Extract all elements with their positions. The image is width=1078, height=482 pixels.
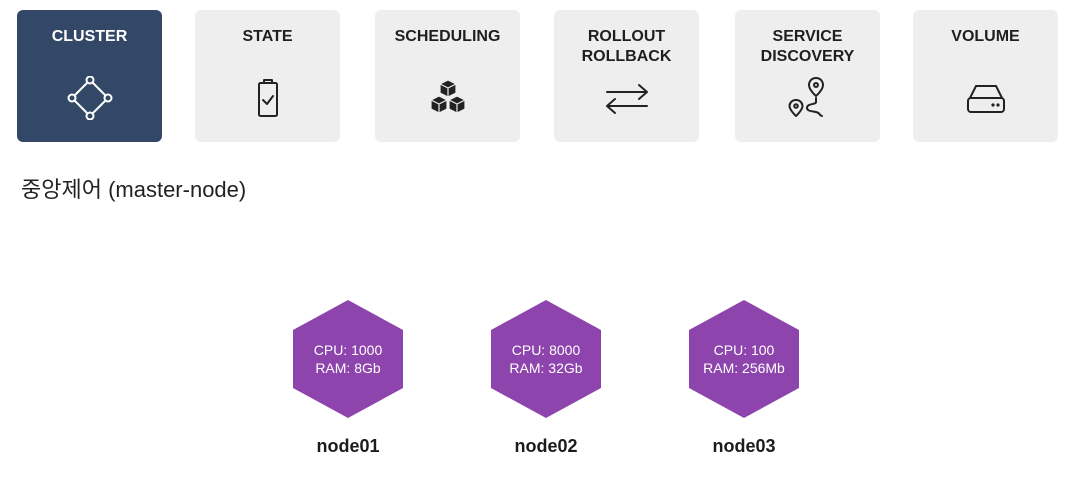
node-name: node01 [316,436,380,456]
tab-label: ROLLOUT ROLLBACK [581,28,672,65]
tab-label: SERVICE DISCOVERY [760,28,855,65]
node-cpu: CPU: 8000 [511,342,581,358]
hard-drive-icon [960,76,1012,120]
node-hexagon [688,300,800,418]
node-card: CPU: 100 RAM: 256Mb node03 [688,300,800,460]
boxes-icon [422,76,474,120]
node-name: node02 [514,436,578,456]
swap-arrows-icon [601,76,653,120]
cluster-icon [64,76,116,120]
node-cpu: CPU: 1000 [313,342,383,358]
section-title: 중앙제어 (master-node) [21,177,247,202]
tab-volume[interactable]: VOLUME [913,10,1058,142]
node-specs: CPU: 8000 RAM: 32Gb [490,341,602,377]
node-hexagon [292,300,404,418]
tab-service-discovery[interactable]: SERVICE DISCOVERY [735,10,880,142]
clipboard-check-icon [242,76,294,120]
tab-scheduling[interactable]: SCHEDULING [375,10,520,142]
node-card: CPU: 8000 RAM: 32Gb node02 [490,300,602,460]
node-ram: RAM: 256Mb [703,360,785,376]
node-name: node03 [712,436,776,456]
tab-label: SCHEDULING [394,28,501,45]
tab-state[interactable]: STATE [195,10,340,142]
node-specs: CPU: 1000 RAM: 8Gb [292,341,404,377]
tab-label: VOLUME [951,28,1020,45]
route-pin-icon [782,76,834,120]
tab-rollout-rollback[interactable]: ROLLOUT ROLLBACK [554,10,699,142]
node-hexagon [490,300,602,418]
tab-label: STATE [242,28,293,45]
node-ram: RAM: 32Gb [509,360,583,376]
tab-label: CLUSTER [51,28,128,45]
node-ram: RAM: 8Gb [315,360,381,376]
node-specs: CPU: 100 RAM: 256Mb [688,341,800,377]
node-cpu: CPU: 100 [713,342,775,358]
tab-cluster[interactable]: CLUSTER [17,10,162,142]
feature-tabs: CLUSTER STATE [17,10,1062,142]
node-card: CPU: 1000 RAM: 8Gb node01 [292,300,404,460]
